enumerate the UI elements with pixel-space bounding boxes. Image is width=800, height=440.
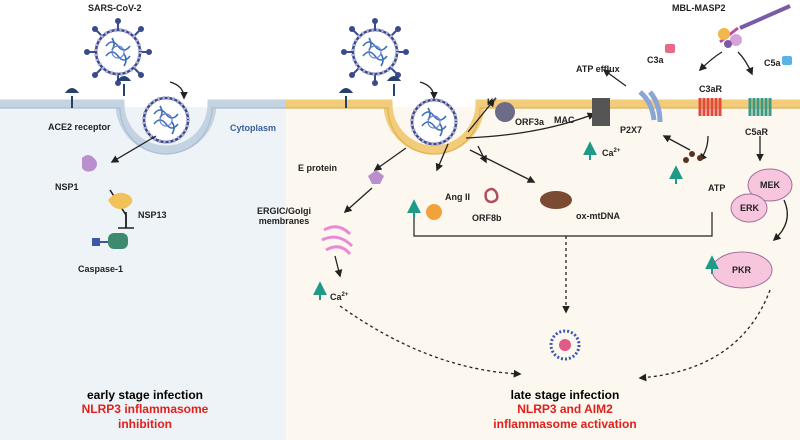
entry-arrow-left (169, 81, 188, 100)
ca-base: Ca (330, 292, 342, 302)
membrane-left (0, 99, 286, 155)
early-stage-title-line3: inhibition (118, 416, 172, 431)
c3a-label: C3a (647, 55, 664, 65)
ca-sup-mac: 2+ (613, 148, 621, 154)
virion-endocytosed-right (410, 98, 458, 146)
early-stage-panel (0, 107, 286, 440)
ox-mtdna-label: ox-mtDNA (576, 211, 620, 221)
late-stage-title-line1: late stage infection (510, 388, 620, 402)
ca-base-mac: Ca (602, 148, 614, 158)
mek-label: MEK (760, 180, 780, 190)
mbl-masp2-icon (718, 4, 791, 48)
erk-icon (730, 193, 768, 223)
ang-ii-label: Ang II (445, 192, 470, 202)
ace2-receptor-icon (64, 76, 402, 108)
late-stage-title-line2: NLRP3 and AIM2 (517, 402, 613, 417)
mek-icon (747, 168, 793, 202)
ca-label-mac: Ca2+ (602, 148, 620, 158)
c5ar-icon (748, 98, 772, 116)
atp-label: ATP (708, 183, 726, 193)
k-base: K (487, 97, 494, 107)
c5a-label: C5a (764, 58, 781, 68)
nsp13-icon (108, 192, 133, 209)
late-stage-title: late stage infection NLRP3 and AIM2 infl… (440, 388, 690, 431)
erk-label: ERK (740, 203, 760, 213)
early-stage-title-line2: NLRP3 inflammasome (81, 402, 209, 417)
c3a-icon (665, 44, 675, 53)
nsp1-icon (82, 155, 97, 172)
bracket (413, 212, 713, 237)
arrow-to-nsp1 (110, 135, 157, 163)
membrane-right-inner (286, 107, 800, 155)
orf8b-icon (484, 187, 499, 204)
e-protein-icon (368, 170, 384, 184)
inflammasome-icon (549, 329, 581, 361)
mac-label: MAC (554, 115, 575, 125)
sars-cov-2-label: SARS-CoV-2 (88, 3, 142, 13)
c5ar-label: C5aR (745, 127, 769, 137)
nsp13-label: NSP13 (138, 210, 167, 220)
k-label: K+ (487, 97, 497, 107)
ace2-receptor-label: ACE2 receptor (48, 122, 111, 132)
p2x7-label: P2X7 (620, 125, 643, 135)
membrane-left-inner (0, 107, 286, 155)
c3ar-icon (698, 98, 722, 116)
ergic-golgi-label: ERGIC/Golgi membranes (257, 206, 311, 227)
early-stage-title-line1: early stage infection (86, 388, 204, 402)
e-protein-label: E protein (298, 163, 338, 173)
atp-icon (689, 151, 695, 157)
late-stage-title-line3: inflammasome activation (493, 416, 637, 431)
sars-cov-2-virion-right (341, 18, 409, 86)
golgi-icon (321, 225, 354, 256)
nsp1-label: NSP1 (55, 182, 79, 192)
pkr-label: PKR (732, 265, 752, 275)
p2x7-icon (638, 90, 663, 123)
virion-endocytosed-left (142, 96, 190, 144)
orf3a-label: ORF3a (515, 117, 545, 127)
mac-icon (592, 98, 610, 126)
atp-efflux-label: ATP efflux (576, 64, 620, 74)
k-sup: + (493, 97, 498, 103)
caspase-1-icon (92, 233, 128, 249)
mbl-masp2-label: MBL-MASP2 (672, 3, 726, 13)
c3ar-label: C3aR (699, 84, 723, 94)
caspase-1-label: Caspase-1 (78, 264, 124, 274)
ang-ii-icon (426, 204, 442, 220)
ca-label-left: Ca2+ (330, 292, 348, 302)
cytoplasm-label: Cytoplasm (230, 123, 277, 133)
ca-sup: 2+ (341, 292, 349, 298)
early-stage-title: early stage infection NLRP3 inflammasome… (40, 388, 250, 431)
sars-cov-2-virion-left (84, 18, 152, 86)
orf8b-label: ORF8b (472, 213, 502, 223)
ox-mtdna-icon (540, 191, 572, 209)
c5a-icon (782, 56, 792, 65)
orf3a-icon (495, 102, 515, 122)
